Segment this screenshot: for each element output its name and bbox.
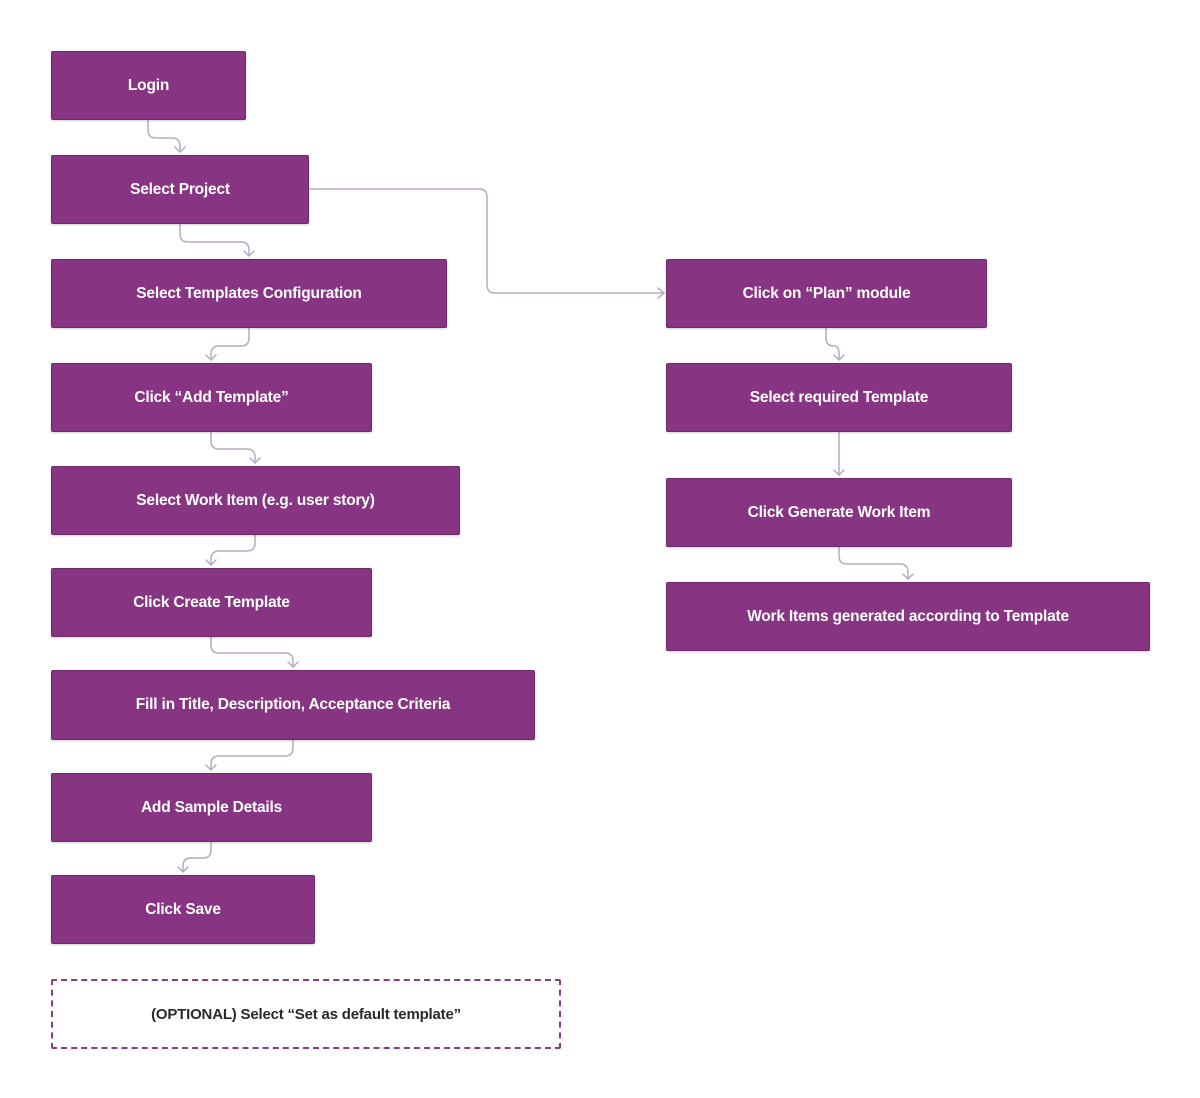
arrowhead (205, 354, 217, 361)
step-click-generate-work-item-label: Click Generate Work Item (747, 503, 931, 521)
step-optional-set-default-template-label: (OPTIONAL) Select “Set as default templa… (151, 1005, 461, 1023)
step-fill-in-details: Fill in Title, Description, Acceptance C… (51, 670, 535, 740)
step-click-plan-module: Click on “Plan” module (666, 259, 987, 328)
arrowhead (174, 146, 186, 153)
step-click-add-template: Click “Add Template” (51, 363, 372, 432)
arrowhead (833, 354, 845, 361)
step-select-project-label: Select Project (130, 180, 230, 198)
arrowhead (657, 287, 665, 299)
step-click-save: Click Save (51, 875, 315, 944)
step-select-work-item-label: Select Work Item (e.g. user story) (136, 491, 375, 509)
step-select-required-template-label: Select required Template (749, 388, 929, 406)
step-click-generate-work-item: Click Generate Work Item (666, 478, 1012, 547)
step-fill-in-details-label: Fill in Title, Description, Acceptance C… (135, 696, 451, 713)
step-click-add-template-label: Click “Add Template” (134, 388, 289, 406)
connector-add-sample-details-to-click-save (182, 841, 212, 873)
arrowhead (833, 469, 845, 476)
step-add-sample-details-label: Add Sample Details (140, 798, 283, 816)
arrowhead (287, 661, 299, 668)
arrowhead (205, 559, 217, 566)
connector-select-project-to-templates-config (179, 223, 250, 257)
step-login-label: Login (127, 76, 170, 94)
arrowhead (243, 250, 255, 257)
step-work-items-generated: Work Items generated according to Templa… (666, 582, 1150, 651)
step-add-sample-details: Add Sample Details (51, 773, 372, 842)
step-select-required-template: Select required Template (666, 363, 1012, 432)
step-click-save-label: Click Save (145, 900, 221, 918)
step-click-create-template-label: Click Create Template (133, 593, 290, 611)
step-select-work-item: Select Work Item (e.g. user story) (51, 466, 460, 535)
step-optional-set-default-template: (OPTIONAL) Select “Set as default templa… (51, 979, 561, 1049)
arrowhead (205, 764, 217, 771)
step-select-project: Select Project (51, 155, 309, 224)
connector-select-work-item-to-create-template (210, 534, 256, 566)
connector-add-template-to-select-work-item (210, 431, 256, 464)
step-select-templates-configuration: Select Templates Configuration (51, 259, 447, 328)
step-click-plan-module-label: Click on “Plan” module (742, 284, 911, 302)
step-click-create-template: Click Create Template (51, 568, 372, 637)
step-select-templates-configuration-label: Select Templates Configuration (136, 284, 362, 302)
connector-templates-config-to-add-template (210, 327, 250, 361)
connector-plan-module-to-select-required-template (825, 327, 840, 361)
connector-login-to-select-project (147, 119, 181, 153)
arrowhead (177, 866, 189, 873)
step-work-items-generated-label: Work Items generated according to Templa… (747, 607, 1069, 625)
connector-fill-in-to-add-sample-details (210, 739, 294, 771)
connector-create-template-to-fill-in (210, 636, 294, 668)
step-login: Login (51, 51, 246, 120)
arrowhead (902, 573, 914, 580)
connector-select-project-to-plan-module (309, 188, 665, 294)
connector-generate-to-work-items-generated (838, 546, 909, 580)
arrowhead (249, 457, 261, 464)
